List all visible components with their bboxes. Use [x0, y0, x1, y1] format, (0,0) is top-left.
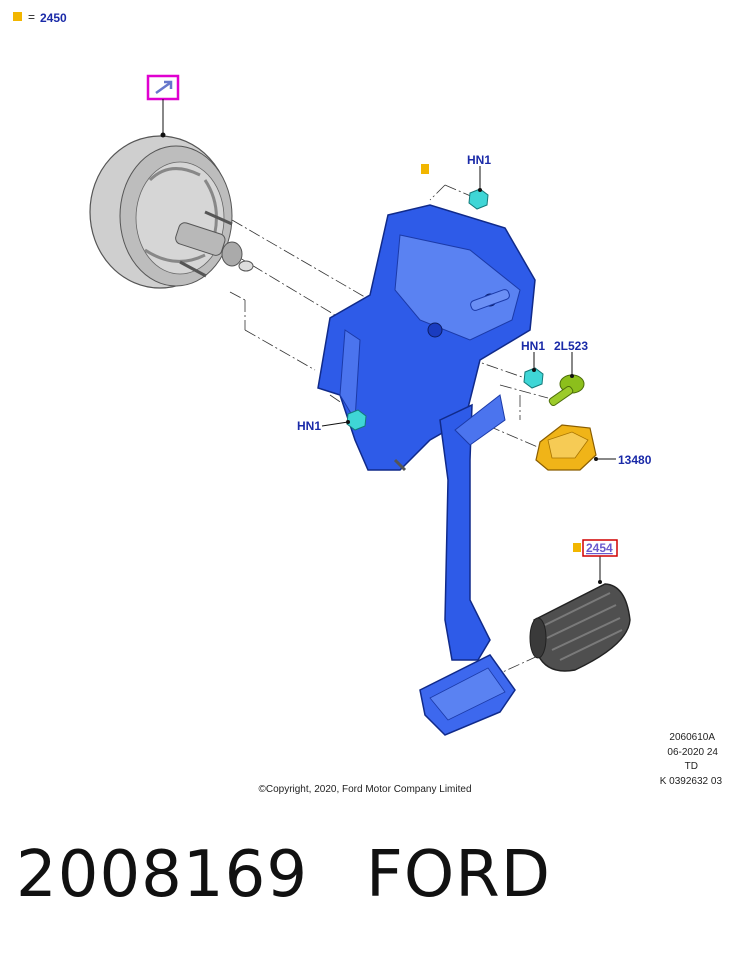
external-link-arrow-icon[interactable] [146, 74, 180, 138]
callout-2454-frame [582, 539, 618, 557]
legend-code[interactable]: 2450 [40, 11, 67, 25]
callout-hn1-left[interactable]: HN1 [297, 419, 321, 433]
meta-line-4: K 0392632 03 [660, 776, 723, 787]
meta-line-1: 2060610A [669, 732, 715, 743]
legend-swatch [13, 12, 22, 21]
meta-line-3: TD [685, 761, 698, 772]
callout-hn1-top[interactable]: HN1 [467, 153, 491, 167]
nut-hn1-top[interactable] [468, 166, 489, 210]
nut-hn1-right[interactable] [523, 352, 544, 389]
switch-13480[interactable] [535, 424, 616, 471]
brake-pedal-assembly[interactable] [317, 204, 536, 736]
legend-equals: = [28, 10, 35, 24]
assembly-marker [421, 164, 429, 174]
callout-2454-group[interactable]: 2454 [573, 539, 618, 557]
pedal-pad-2454[interactable] [529, 556, 631, 672]
callout-13480[interactable]: 13480 [618, 453, 652, 467]
pin-2l523[interactable] [548, 352, 585, 407]
callout-hn1-right[interactable]: HN1 [521, 339, 545, 353]
part-number: 2008169 [16, 838, 309, 912]
footer-title: 2008169 FORD [16, 838, 551, 912]
brake-booster[interactable] [89, 135, 254, 289]
copyright-text: ©Copyright, 2020, Ford Motor Company Lim… [258, 784, 471, 795]
brand-name: FORD [366, 838, 551, 912]
assembly-marker-2454 [573, 543, 581, 552]
legend: = 2450 [13, 10, 67, 25]
nut-hn1-left[interactable] [321, 409, 367, 431]
callout-2454[interactable]: 2454 [586, 541, 613, 555]
callout-2l523[interactable]: 2L523 [554, 339, 588, 353]
meta-line-2: 06-2020 24 [667, 747, 718, 758]
drawing-meta: 2060610A 06-2020 24 TD K 0392632 03 [660, 732, 723, 787]
